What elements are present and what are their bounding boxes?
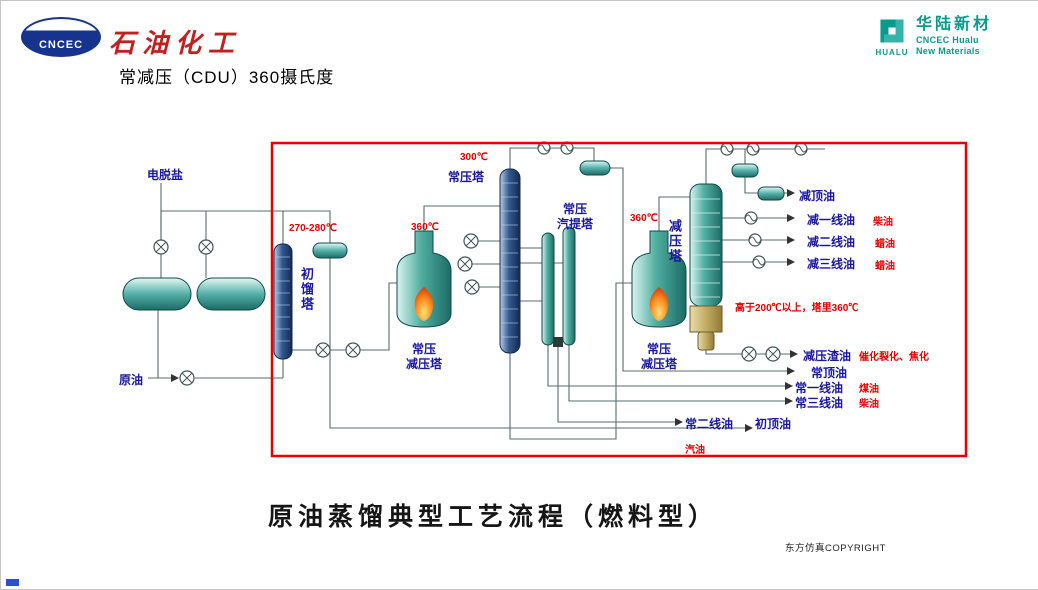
corner-marker xyxy=(6,579,19,586)
hualu-logo-icon xyxy=(880,19,904,43)
hualu-text-block: 华陆新材 CNCEC Hualu New Materials xyxy=(916,15,992,57)
electric-desalter-drums xyxy=(122,277,266,311)
temp-furnace-2: 360℃ xyxy=(630,213,658,224)
temp-initial-tower: 270-280℃ xyxy=(289,223,337,234)
hualu-cn-name: 华陆新材 xyxy=(916,16,993,33)
label-vacuum-tower: 减压塔 xyxy=(667,219,682,264)
flame-icon xyxy=(414,287,434,321)
cncec-logo-text: CNCEC xyxy=(38,39,84,51)
output-vacuum-line1: 减一线油 xyxy=(807,213,856,227)
output-atmospheric-line3: 常三线油 xyxy=(795,396,844,410)
atmospheric-strippers xyxy=(541,226,576,346)
page-title: 常减压（CDU）360摄氏度 xyxy=(119,68,335,87)
output-vacuum-line3: 减三线油 xyxy=(807,257,856,271)
label-furnace-2: 常压 减压塔 xyxy=(640,342,677,371)
use-atmospheric-line3: 柴油 xyxy=(859,399,879,410)
label-crude-oil: 原油 xyxy=(119,373,144,387)
furnace-2 xyxy=(631,230,687,328)
hualu-logo: HUALU 华陆新材 CNCEC Hualu New Materials xyxy=(875,15,992,57)
label-electric-desalter: 电脱盐 xyxy=(147,168,184,182)
use-atmospheric-line1: 煤油 xyxy=(859,384,879,395)
output-vacuum-line2: 减二线油 xyxy=(807,235,856,249)
overhead-drums xyxy=(312,160,785,259)
output-atmospheric-line2: 常二线油 xyxy=(685,417,734,431)
pipes xyxy=(148,147,825,440)
output-gasoline: 汽油 xyxy=(685,445,705,456)
cncec-logo-icon: CNCEC xyxy=(21,17,101,57)
highlight-frame xyxy=(270,141,968,458)
furnace-1 xyxy=(396,230,452,328)
temp-note: 高于200℃以上，塔里360℃ xyxy=(735,303,859,314)
use-vacuum-line2: 蜡油 xyxy=(875,239,895,250)
output-vacuum-top-oil: 减顶油 xyxy=(799,189,836,203)
label-atmospheric-stripper: 常压 汽提塔 xyxy=(556,202,593,231)
output-vacuum-residue: 减压渣油 xyxy=(803,349,852,363)
hualu-icon-column: HUALU xyxy=(875,15,909,57)
vacuum-tower xyxy=(689,183,723,351)
output-atmospheric-line1: 常一线油 xyxy=(795,381,844,395)
output-atmospheric-top-oil: 常顶油 xyxy=(811,366,848,380)
hualu-icon-caption: HUALU xyxy=(875,48,909,57)
label-furnace-1: 常压 减压塔 xyxy=(405,342,442,371)
label-atmospheric-tower: 常压塔 xyxy=(448,170,485,184)
use-vacuum-line1: 柴油 xyxy=(873,217,893,228)
copyright-text: 东方仿真COPYRIGHT xyxy=(785,543,886,554)
output-initial-top-oil: 初顶油 xyxy=(755,417,792,431)
initial-tower xyxy=(273,243,293,360)
temp-furnace-1: 360℃ xyxy=(411,222,439,233)
flow-arrows xyxy=(171,189,798,432)
atmospheric-tower xyxy=(499,168,521,354)
temp-atmospheric-top: 300℃ xyxy=(460,152,488,163)
brand-calligraphy-text: 石油化工 xyxy=(109,29,242,59)
hualu-en-line1: CNCEC Hualu xyxy=(916,35,979,45)
label-initial-tower: 初馏塔 xyxy=(299,267,314,312)
hualu-en-line2: New Materials xyxy=(916,46,980,56)
use-vacuum-line3: 蜡油 xyxy=(875,261,895,272)
use-vacuum-residue: 催化裂化、焦化 xyxy=(859,352,929,363)
diagram-caption: 原油蒸馏典型工艺流程（燃料型） xyxy=(267,502,718,531)
flame-icon xyxy=(649,287,669,321)
valve-icon xyxy=(553,337,563,347)
